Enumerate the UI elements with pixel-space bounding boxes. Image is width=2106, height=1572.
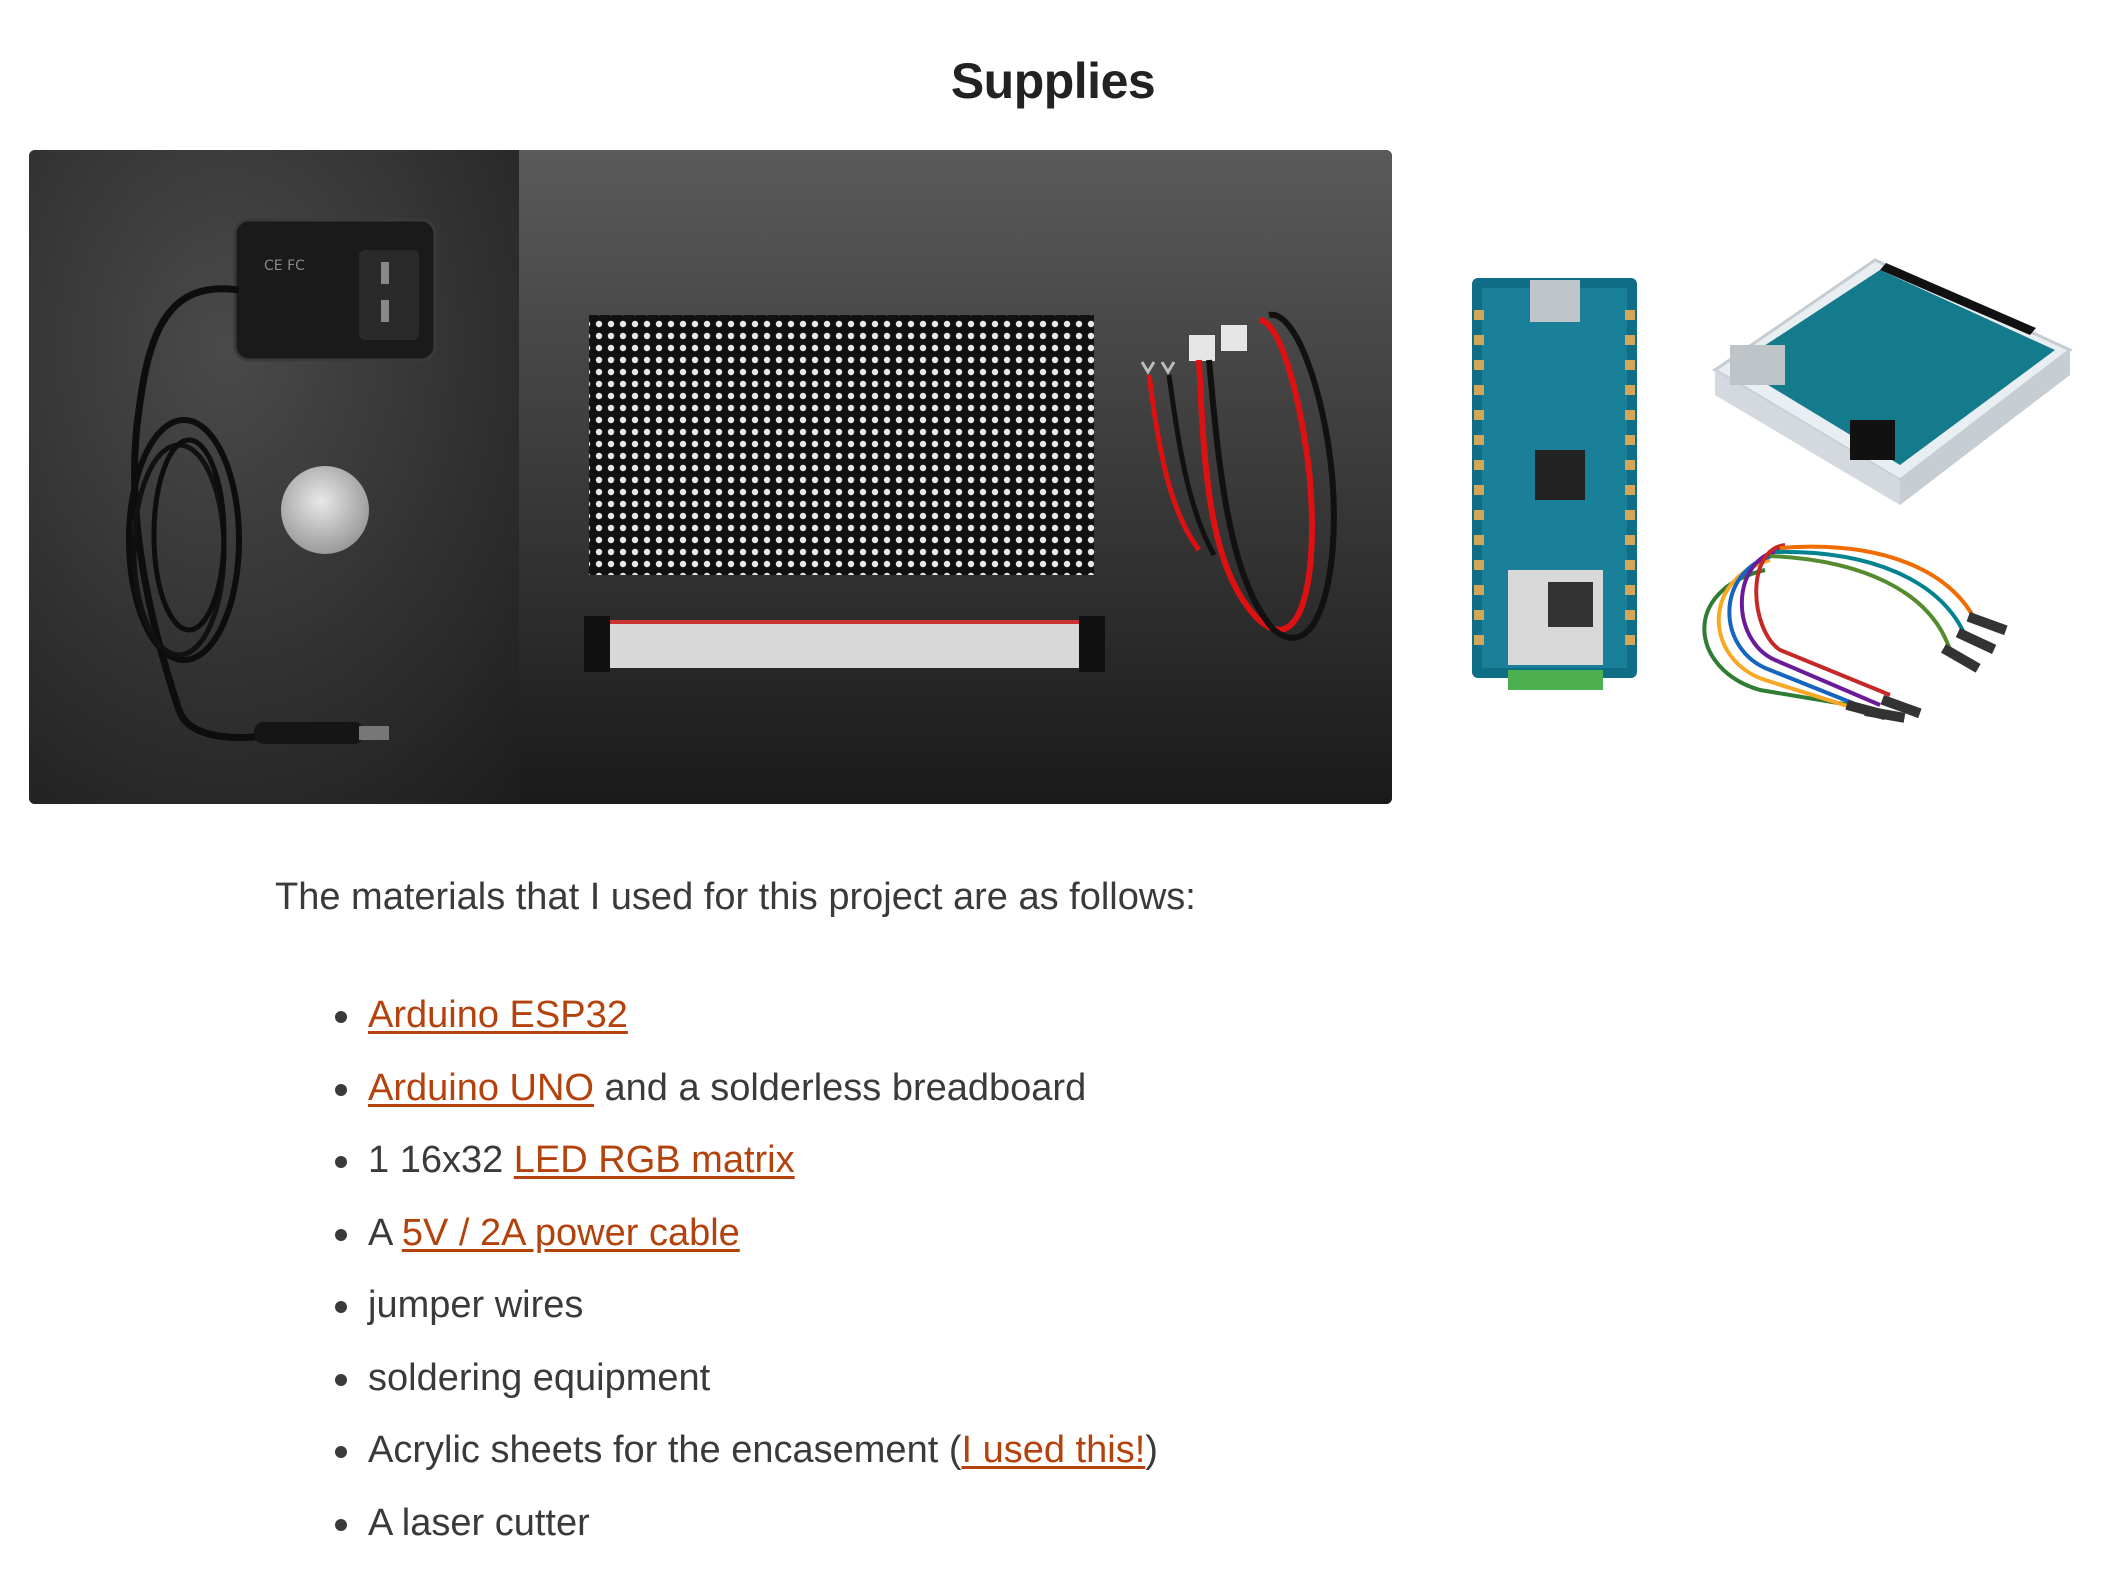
list-item: A laser cutter bbox=[330, 1483, 1158, 1556]
list-item: 1 16x32 LED RGB matrix bbox=[330, 1120, 1158, 1193]
list-item: soldering equipment bbox=[330, 1338, 1158, 1411]
led-rgb-matrix-link[interactable]: LED RGB matrix bbox=[513, 1139, 795, 1181]
supplies-photo-boards bbox=[1430, 150, 2076, 804]
list-item: Acrylic sheets for the encasement (I use… bbox=[330, 1410, 1158, 1483]
acrylic-sheets-link[interactable]: I used this! bbox=[961, 1429, 1146, 1471]
list-item: Arduino UNO and a solderless breadboard bbox=[330, 1048, 1158, 1121]
supplies-photo-main: CE FC bbox=[29, 150, 1392, 804]
list-item: jumper wires bbox=[330, 1265, 1158, 1338]
arduino-esp32-link[interactable]: Arduino ESP32 bbox=[368, 994, 628, 1036]
list-item: Arduino ESP32 bbox=[330, 975, 1158, 1048]
list-item: A 5V / 2A power cable bbox=[330, 1193, 1158, 1266]
arduino-uno-link[interactable]: Arduino UNO bbox=[368, 1066, 594, 1109]
svg-text:CE FC: CE FC bbox=[264, 258, 305, 274]
supplies-list: Arduino ESP32 Arduino UNO and a solderle… bbox=[330, 975, 1158, 1555]
power-cable-link[interactable]: 5V / 2A power cable bbox=[401, 1211, 740, 1254]
page-title: Supplies bbox=[950, 53, 1156, 109]
intro-text: The materials that I used for this proje… bbox=[275, 876, 1196, 918]
